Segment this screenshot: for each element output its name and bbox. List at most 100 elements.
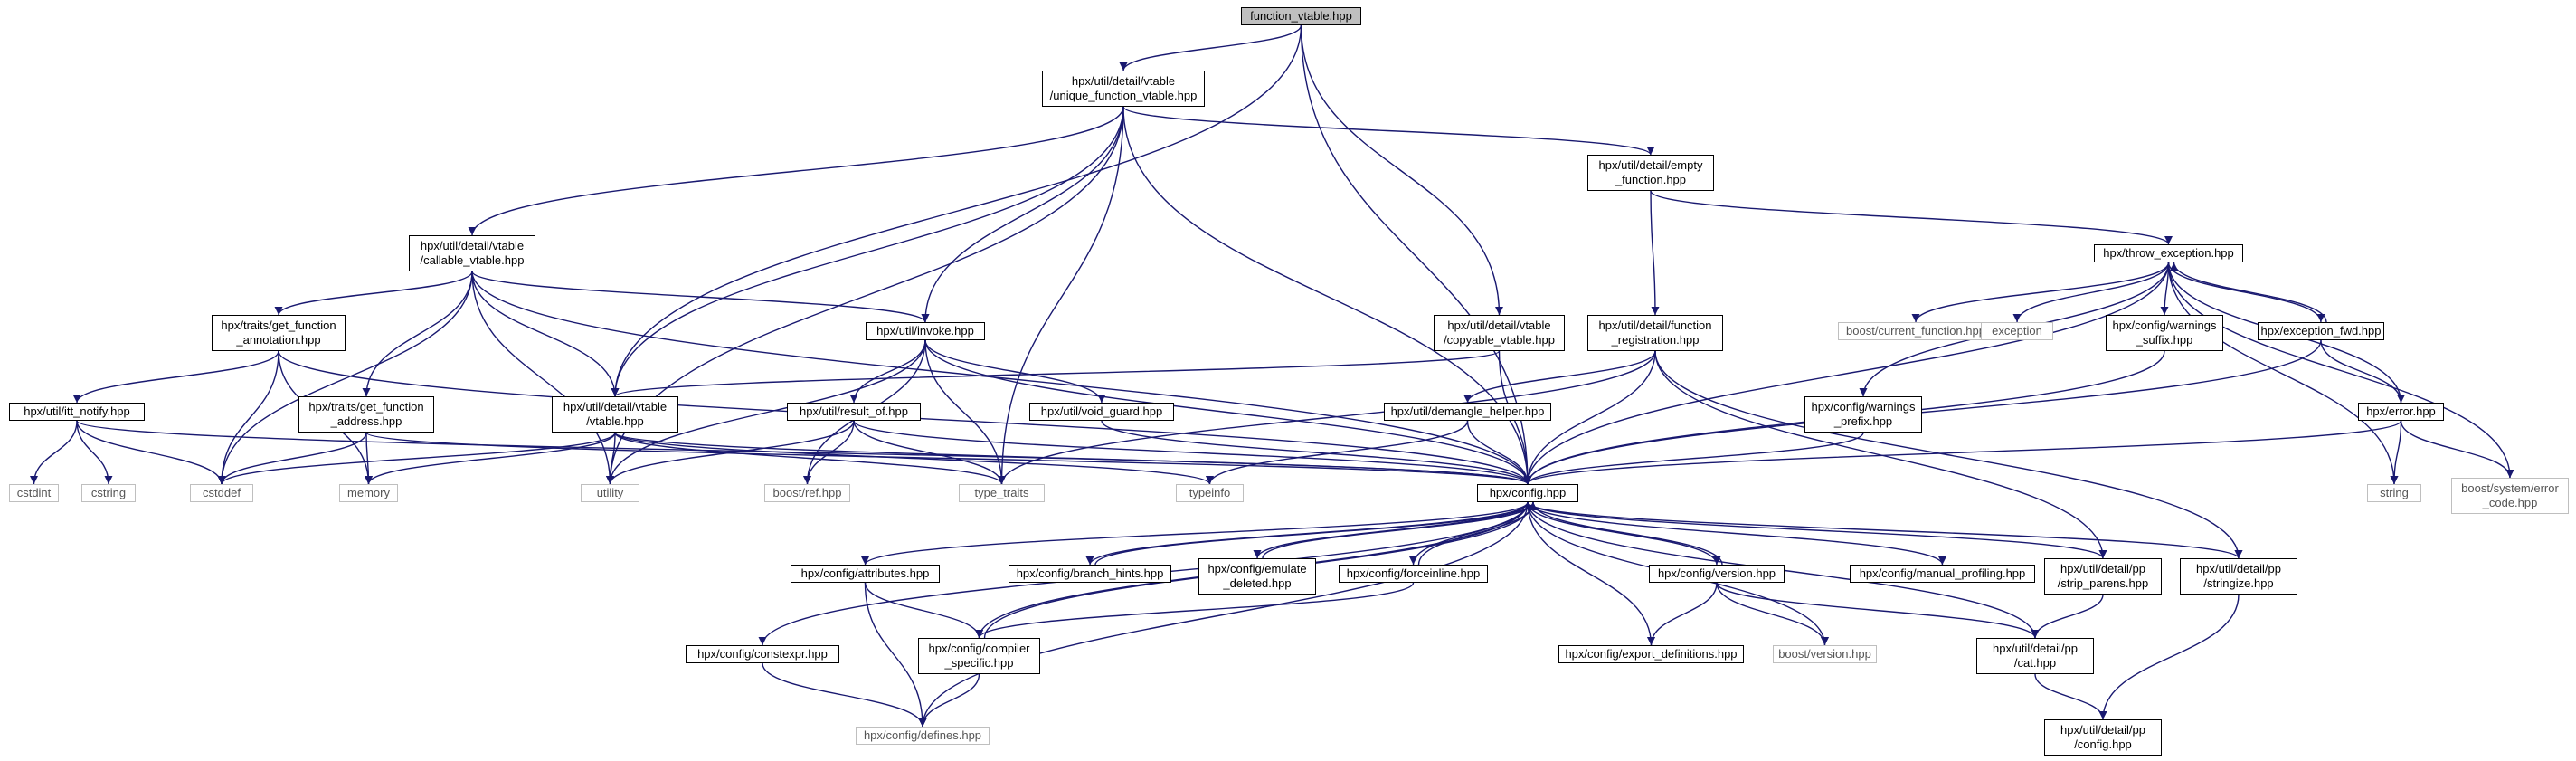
node-copyable-vtable[interactable]: hpx/util/detail/vtable /copyable_vtable.… xyxy=(1434,315,1565,351)
edge-stringize-to-pp-config xyxy=(2098,594,2240,720)
node-throw-exception[interactable]: hpx/throw_exception.hpp xyxy=(2094,244,2243,262)
edge-invoke-to-utility xyxy=(606,339,926,485)
node-boost-version: boost/version.hpp xyxy=(1773,645,1877,663)
node-empty-function[interactable]: hpx/util/detail/empty _function.hpp xyxy=(1587,155,1714,191)
edge-itt-notify-to-cstdint xyxy=(30,420,78,485)
node-manual-profiling[interactable]: hpx/config/manual_profiling.hpp xyxy=(1850,565,2035,583)
node-constexpr[interactable]: hpx/config/constexpr.hpp xyxy=(686,645,839,663)
edge-callable-vtable-to-get-function-annotation xyxy=(274,271,473,316)
node-type-traits: type_traits xyxy=(959,484,1045,502)
node-config-version[interactable]: hpx/config/version.hpp xyxy=(1649,565,1785,583)
node-warnings-suffix[interactable]: hpx/config/warnings _suffix.hpp xyxy=(2106,315,2223,351)
edge-branch-hints-to-config xyxy=(1094,501,1538,566)
edge-result-of-to-config xyxy=(853,420,1532,485)
edge-vtable-to-typeinfo xyxy=(614,432,1214,485)
edge-invoke-to-type-traits xyxy=(924,339,1006,485)
edge-callable-vtable-to-utility xyxy=(471,271,614,485)
edge-function-registration-to-demangle-helper xyxy=(1463,350,1656,404)
node-warnings-prefix[interactable]: hpx/config/warnings _prefix.hpp xyxy=(1804,396,1922,433)
edge-error-to-config xyxy=(1523,420,2402,485)
edge-config-version-to-boost-version xyxy=(1716,582,1829,646)
edge-compiler-specific-to-defines xyxy=(918,673,980,728)
edge-function-vtable-to-config xyxy=(1300,24,1532,485)
edge-unique-function-vtable-to-invoke xyxy=(921,106,1124,323)
edge-config-version-to-pp-cat xyxy=(1716,582,2040,639)
node-emulate-deleted[interactable]: hpx/config/emulate _deleted.hpp xyxy=(1198,558,1316,595)
edge-error-to-error-code xyxy=(2400,420,2514,479)
node-current-function: boost/current_function.hpp xyxy=(1838,322,1994,340)
edge-vtable-to-type-traits xyxy=(614,432,1006,485)
edge-throw-exception-to-exception-fwd xyxy=(2167,262,2325,323)
edge-function-vtable-to-vtable xyxy=(611,24,1302,397)
node-strip-parens[interactable]: hpx/util/detail/pp /strip_parens.hpp xyxy=(2044,558,2162,595)
edge-get-function-address-to-cstddef xyxy=(217,432,367,485)
node-cstdint: cstdint xyxy=(9,484,59,502)
edge-vtable-to-cstddef xyxy=(217,432,616,485)
node-callable-vtable[interactable]: hpx/util/detail/vtable /callable_vtable.… xyxy=(409,235,535,271)
node-demangle-helper[interactable]: hpx/util/demangle_helper.hpp xyxy=(1384,403,1551,421)
node-vtable[interactable]: hpx/util/detail/vtable /vtable.hpp xyxy=(552,396,678,433)
edge-callable-vtable-to-get-function-address xyxy=(362,271,473,397)
edge-attributes-to-defines xyxy=(864,582,927,728)
edge-invoke-to-config xyxy=(924,339,1532,485)
edge-callable-vtable-to-config xyxy=(471,271,1532,485)
node-stringize[interactable]: hpx/util/detail/pp /stringize.hpp xyxy=(2180,558,2297,595)
edge-constexpr-to-defines xyxy=(762,662,927,728)
node-result-of[interactable]: hpx/util/result_of.hpp xyxy=(787,403,921,421)
edge-void-guard-to-config xyxy=(1101,420,1532,485)
edge-config-to-export-definitions xyxy=(1527,501,1655,646)
edge-function-registration-to-stringize xyxy=(1654,350,2243,559)
node-compiler-specific[interactable]: hpx/config/compiler _specific.hpp xyxy=(918,638,1040,674)
edge-function-vtable-to-copyable-vtable xyxy=(1300,24,1503,316)
edge-config-to-stringize xyxy=(1527,501,2243,559)
edge-throw-exception-to-error-code xyxy=(2167,262,2514,479)
edge-error-to-string xyxy=(2390,420,2402,485)
edge-function-registration-to-strip-parens xyxy=(1654,350,2107,559)
edge-empty-function-to-function-registration xyxy=(1650,190,1660,316)
edge-demangle-helper-to-typeinfo xyxy=(1206,420,1469,485)
edge-function-vtable-to-unique-function-vtable xyxy=(1119,24,1302,71)
edge-pp-cat-to-pp-config xyxy=(2034,673,2107,720)
edge-config-version-to-config xyxy=(1529,501,1723,566)
edge-empty-function-to-throw-exception xyxy=(1650,190,2173,245)
node-config[interactable]: hpx/config.hpp xyxy=(1477,484,1578,502)
edge-get-function-address-to-config xyxy=(365,432,1532,485)
edge-itt-notify-to-cstddef xyxy=(76,420,226,485)
edge-invoke-to-result-of xyxy=(849,339,926,404)
node-invoke[interactable]: hpx/util/invoke.hpp xyxy=(866,322,985,340)
node-error[interactable]: hpx/error.hpp xyxy=(2358,403,2444,421)
edge-exception-fwd-to-error xyxy=(2320,339,2405,404)
edge-exception-fwd-to-config xyxy=(1523,339,2322,485)
edge-config-to-manual-profiling xyxy=(1527,501,1946,566)
edge-throw-exception-to-current-function xyxy=(1911,262,2170,323)
node-branch-hints[interactable]: hpx/config/branch_hints.hpp xyxy=(1009,565,1171,583)
edge-unique-function-vtable-to-callable-vtable xyxy=(468,106,1124,236)
edge-unique-function-vtable-to-empty-function xyxy=(1122,106,1655,156)
node-itt-notify[interactable]: hpx/util/itt_notify.hpp xyxy=(9,403,145,421)
node-pp-cat[interactable]: hpx/util/detail/pp /cat.hpp xyxy=(1976,638,2094,674)
edge-result-of-to-type-traits xyxy=(853,420,1006,485)
node-get-function-annotation[interactable]: hpx/traits/get_function _annotation.hpp xyxy=(212,315,346,351)
node-pp-config[interactable]: hpx/util/detail/pp /config.hpp xyxy=(2044,719,2162,756)
node-memory: memory xyxy=(339,484,398,502)
edge-throw-exception-to-config xyxy=(1523,262,2170,485)
node-forceinline[interactable]: hpx/config/forceinline.hpp xyxy=(1339,565,1488,583)
node-get-function-address[interactable]: hpx/traits/get_function _address.hpp xyxy=(298,396,434,433)
edge-get-function-annotation-to-itt-notify xyxy=(72,350,279,404)
node-unique-function-vtable[interactable]: hpx/util/detail/vtable /unique_function_… xyxy=(1042,71,1205,107)
node-error-code: boost/system/error _code.hpp xyxy=(2451,478,2569,514)
edge-demangle-helper-to-config xyxy=(1466,420,1532,485)
node-exception-fwd[interactable]: hpx/exception_fwd.hpp xyxy=(2258,322,2384,340)
edge-unique-function-vtable-to-type-traits xyxy=(998,106,1124,485)
node-exception: exception xyxy=(1981,322,2053,340)
node-utility: utility xyxy=(581,484,639,502)
node-void-guard[interactable]: hpx/util/void_guard.hpp xyxy=(1029,403,1174,421)
node-function-registration[interactable]: hpx/util/detail/function _registration.h… xyxy=(1587,315,1723,351)
node-cstddef: cstddef xyxy=(190,484,253,502)
node-attributes[interactable]: hpx/config/attributes.hpp xyxy=(791,565,940,583)
node-boost-ref: boost/ref.hpp xyxy=(764,484,850,502)
edge-itt-notify-to-cstring xyxy=(76,420,113,485)
edge-callable-vtable-to-vtable xyxy=(471,271,620,397)
node-export-definitions[interactable]: hpx/config/export_definitions.hpp xyxy=(1558,645,1744,663)
edge-config-to-strip-parens xyxy=(1527,501,2107,559)
